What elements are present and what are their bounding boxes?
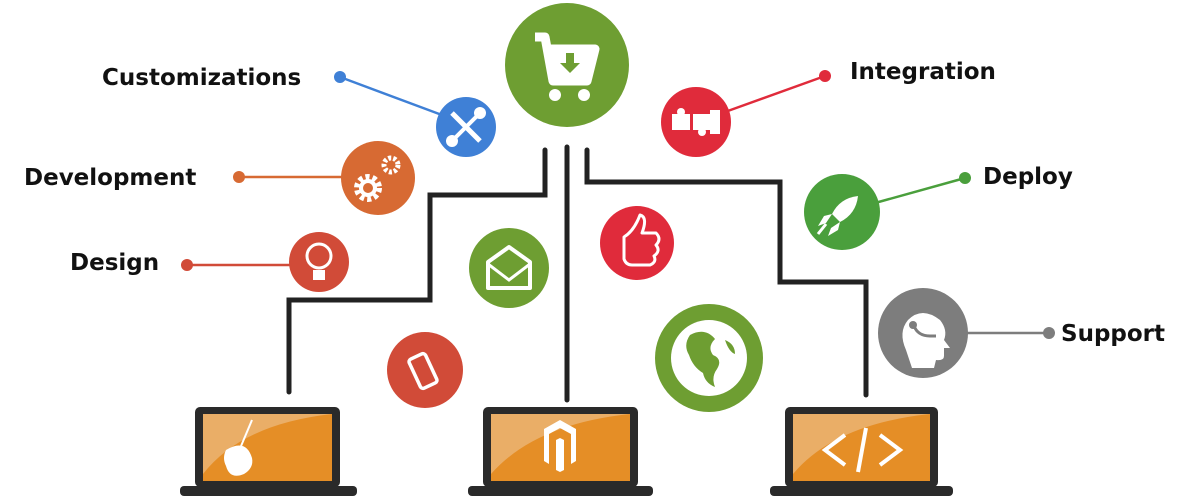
code-icon xyxy=(821,427,904,473)
thumbs-up-icon xyxy=(600,206,674,280)
wrench-screwdriver-icon xyxy=(436,97,496,157)
envelope-icon xyxy=(469,228,549,308)
puzzle-icon xyxy=(661,87,731,157)
headset-support-icon xyxy=(878,288,968,378)
laptop-magento xyxy=(468,407,653,496)
rocket-icon xyxy=(804,174,880,250)
shopping-cart-icon xyxy=(505,3,629,127)
label-deploy: Deploy xyxy=(983,164,1073,190)
palette-icon xyxy=(224,419,253,476)
label-design: Design xyxy=(70,250,159,276)
connector-wires xyxy=(286,144,869,403)
wire-left xyxy=(286,147,548,395)
laptop-design xyxy=(180,407,357,496)
globe-icon xyxy=(655,304,763,412)
label-development: Development xyxy=(24,165,196,191)
label-support: Support xyxy=(1061,321,1165,347)
lightbulb-icon xyxy=(289,232,349,292)
gears-icon xyxy=(341,141,415,215)
magento-logo-icon xyxy=(544,420,576,472)
label-customizations: Customizations xyxy=(102,65,301,91)
laptop-code xyxy=(770,407,953,496)
label-integration: Integration xyxy=(850,59,996,85)
mobile-phone-icon xyxy=(387,332,463,408)
wire-right xyxy=(584,147,869,398)
leader-lines xyxy=(181,70,1055,339)
